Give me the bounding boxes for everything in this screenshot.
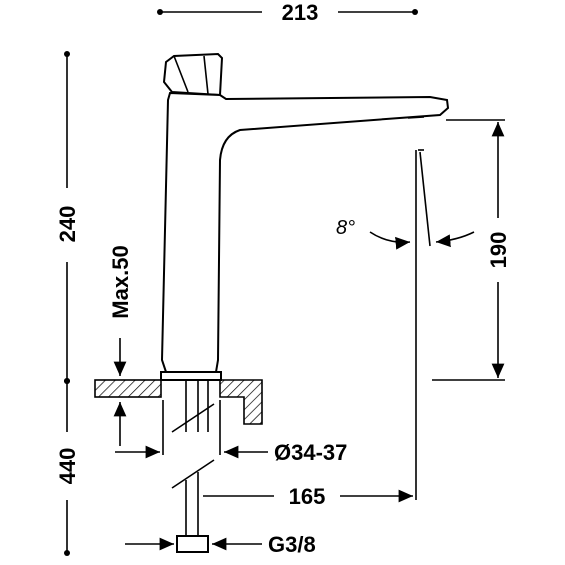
- label-angle: 8°: [336, 217, 355, 239]
- label-below-deck: 440: [55, 448, 80, 485]
- lever-handle: [162, 52, 224, 97]
- dimension-connection: G3/8: [125, 532, 316, 557]
- dimension-hole-diameter: Ø34-37: [115, 400, 347, 465]
- faucet-column: [160, 91, 450, 373]
- dimension-spout-height: 240: [55, 51, 80, 384]
- dimension-angle: 8°: [336, 217, 475, 250]
- label-reach: 165: [289, 484, 326, 509]
- dimension-outlet-height: 190: [432, 119, 511, 381]
- dimension-below-deck: 440: [55, 378, 80, 556]
- faucet-body: [160, 52, 450, 381]
- mounting-shank: [171, 380, 215, 553]
- faucet-base: [160, 371, 222, 381]
- label-spout-height: 240: [55, 206, 80, 243]
- connector-nut: [176, 535, 209, 553]
- dimension-reach: 165: [203, 484, 413, 509]
- dimension-max-deck: Max.50: [108, 245, 133, 446]
- outlet-reference: [415, 149, 431, 500]
- label-connection: G3/8: [268, 532, 316, 557]
- label-total-width: 213: [282, 0, 319, 25]
- countertop-section: [94, 379, 263, 425]
- label-outlet-height: 190: [486, 232, 511, 269]
- dimension-total-width: 213: [157, 0, 418, 25]
- label-hole-diameter: Ø34-37: [274, 440, 347, 465]
- label-max-deck: Max.50: [108, 245, 133, 318]
